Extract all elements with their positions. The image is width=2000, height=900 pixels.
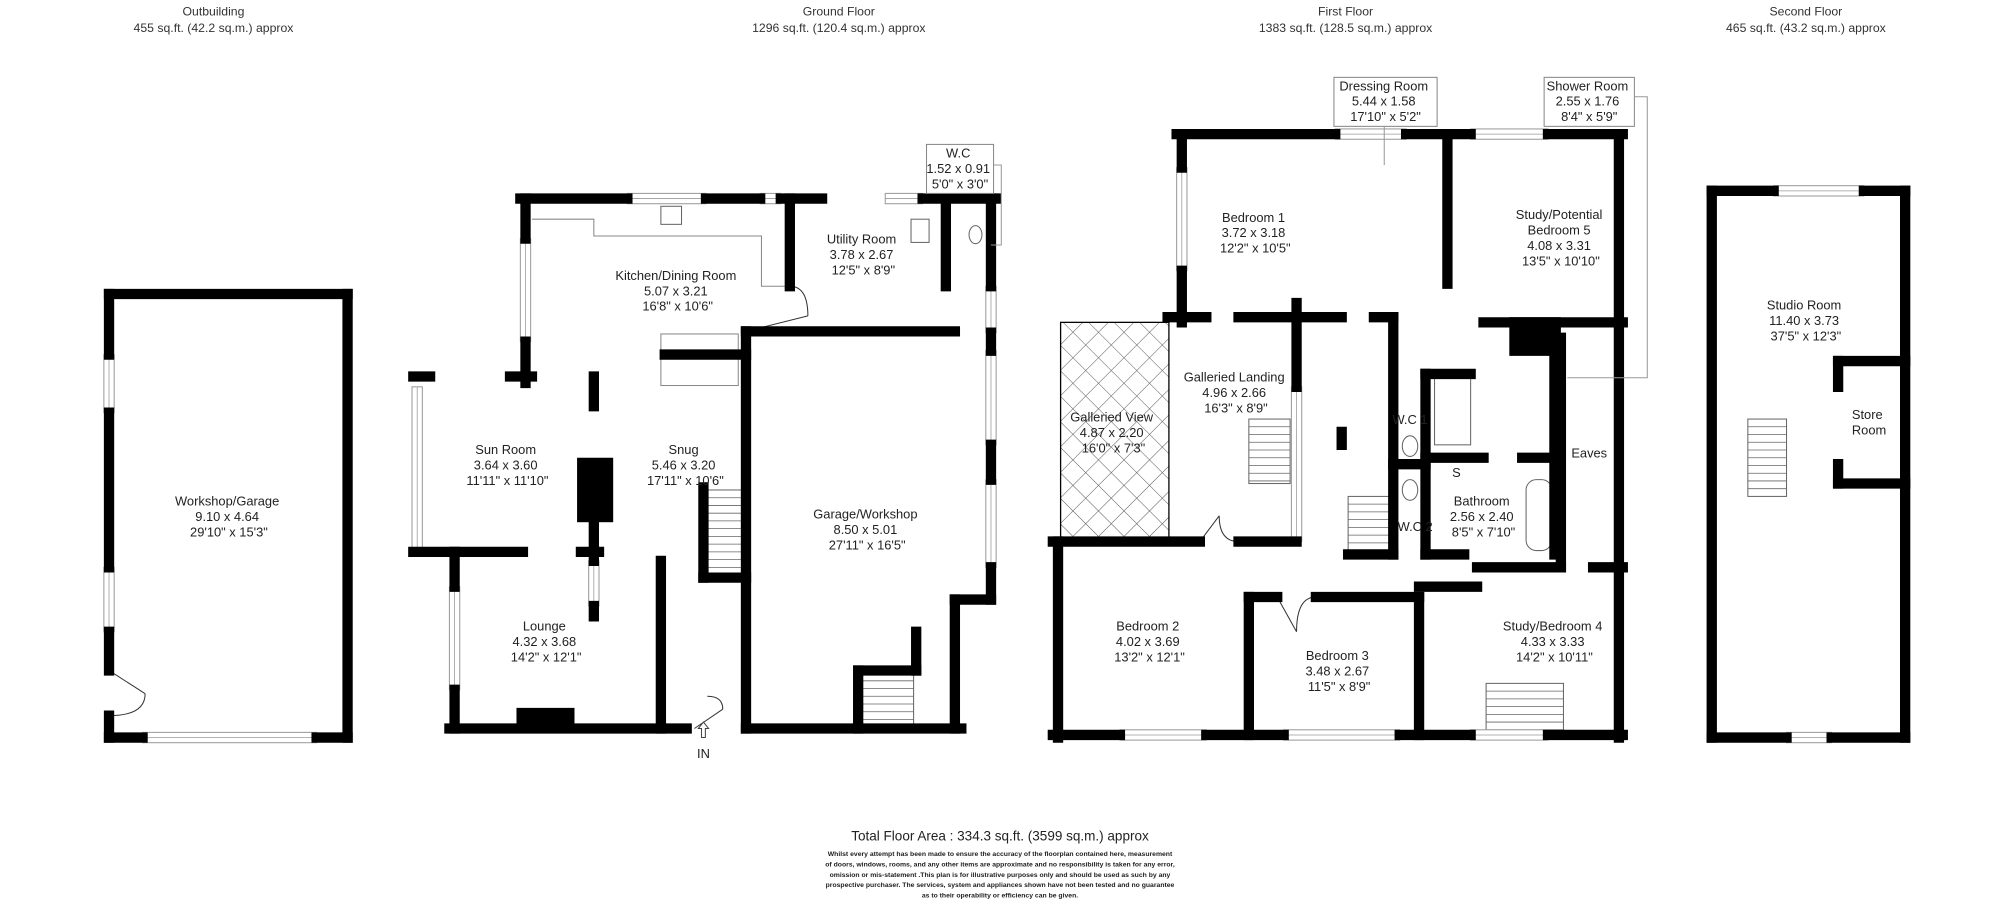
staircase (1248, 418, 1291, 485)
chimney-breast (577, 457, 614, 523)
toilet (968, 225, 983, 245)
disclaimer: Whilst every attempt has been made to en… (825, 851, 1175, 899)
staircase (706, 489, 744, 576)
room-label-shower-room: Shower Room 2.55 x 1.76 8'4" x 5'9" (1547, 78, 1632, 124)
floor-title: First Floor (1318, 4, 1373, 18)
shower-tray (1434, 373, 1472, 446)
floor-area: 1296 sq.ft. (120.4 sq.m.) approx (752, 21, 925, 35)
room-label-storage: S (1452, 465, 1461, 480)
floor-title: Ground Floor (803, 4, 875, 18)
room-label-galleried-view: Galleried View 4.87 x 2.20 16'0" x 7'3" (1070, 410, 1156, 456)
disclaimer-line: omission or mis-statement .This plan is … (830, 872, 1171, 879)
room-label-dressing-room: Dressing Room 5.44 x 1.58 17'10" x 5'2" (1339, 78, 1431, 124)
room-label-snug: Snug 5.46 x 3.20 17'11" x 10'6" (647, 442, 724, 488)
floor-area: 465 sq.ft. (43.2 sq.m.) approx (1726, 21, 1886, 35)
fireplace (516, 707, 575, 725)
room-label-wc: W.C 1.52 x 0.91 5'0" x 3'0" (926, 145, 993, 191)
floor-title: Second Floor (1769, 4, 1842, 18)
wc-leader-line (990, 164, 1002, 246)
entrance-arrow-icon (697, 721, 710, 739)
door-swing (745, 285, 809, 332)
door-swing (108, 670, 146, 717)
toilet (1401, 435, 1419, 457)
room-label-utility: Utility Room 3.78 x 2.67 12'5" x 8'9" (827, 232, 900, 278)
door-swing (694, 695, 724, 729)
kitchen-sink (660, 205, 683, 225)
floor-header-ground: Ground Floor 1296 sq.ft. (120.4 sq.m.) a… (752, 4, 925, 35)
room-label-workshop-garage: Workshop/Garage 9.10 x 4.64 29'10" x 15'… (175, 493, 283, 539)
entrance-label: IN (697, 746, 710, 761)
room-label-sun-room: Sun Room 3.64 x 3.60 11'11" x 11'10" (466, 442, 548, 488)
door-swing (1276, 596, 1316, 633)
floor-title: Outbuilding (183, 4, 245, 18)
room-label-store-room: Store Room (1852, 407, 1886, 437)
room-label-lounge: Lounge 4.32 x 3.68 14'2" x 12'1" (511, 619, 582, 665)
total-floor-area: Total Floor Area : 334.3 sq.ft. (3599 sq… (851, 829, 1149, 844)
disclaimer-line: as to their operability or efficiency ca… (922, 892, 1078, 899)
utility-sink (910, 218, 930, 243)
room-label-galleried-landing: Galleried Landing 4.96 x 2.66 16'3" x 8'… (1184, 370, 1289, 416)
room-label-bathroom: Bathroom 2.56 x 2.40 8'5" x 7'10" (1450, 493, 1517, 539)
room-label-wc-1: W.C 1 (1392, 412, 1427, 427)
floor-area: 1383 sq.ft. (128.5 sq.m.) approx (1259, 21, 1432, 35)
disclaimer-line: Whilst every attempt has been made to en… (828, 851, 1173, 858)
floor-area: 455 sq.ft. (42.2 sq.m.) approx (134, 21, 294, 35)
walls (103, 128, 1911, 743)
floor-header-second: Second Floor 465 sq.ft. (43.2 sq.m.) app… (1726, 4, 1886, 35)
bathtub (1525, 479, 1553, 552)
room-label-study-bedroom-5: Study/Potential Bedroom 5 4.08 x 3.31 13… (1516, 207, 1606, 268)
room-label-wc-2: W.C 2 (1398, 519, 1433, 534)
room-label-bedroom-2: Bedroom 2 4.02 x 3.69 13'2" x 12'1" (1114, 619, 1185, 665)
room-label-bedroom-1: Bedroom 1 3.72 x 3.18 12'2" x 10'5" (1220, 210, 1291, 256)
room-label-eaves: Eaves (1571, 446, 1607, 461)
disclaimer-line: of doors, windows, rooms, and any other … (825, 861, 1175, 868)
room-label-garage-workshop: Garage/Workshop 8.50 x 5.01 27'11" x 16'… (813, 506, 921, 552)
toilet (1401, 479, 1419, 501)
room-label-kitchen: Kitchen/Dining Room 5.07 x 3.21 16'8" x … (615, 268, 740, 314)
staircase (1347, 495, 1390, 555)
dressing-room-label-box (1333, 76, 1438, 127)
floor-header-first: First Floor 1383 sq.ft. (128.5 sq.m.) ap… (1259, 4, 1432, 35)
disclaimer-line: prospective purchaser. The services, sys… (826, 882, 1175, 889)
door-swing (1199, 515, 1239, 543)
floor-header-outbuilding: Outbuilding 455 sq.ft. (42.2 sq.m.) appr… (134, 4, 294, 35)
shower-room-leader-line (1567, 96, 1648, 379)
room-label-bedroom-3: Bedroom 3 3.48 x 2.67 11'5" x 8'9" (1305, 648, 1372, 694)
wc-label-box (925, 143, 995, 194)
room-label-studio-room: Studio Room 11.40 x 3.73 37'5" x 12'3" (1767, 297, 1845, 343)
room-label-study-bedroom-4: Study/Bedroom 4 4.33 x 3.33 14'2" x 10'1… (1503, 619, 1606, 665)
shower-room-label-box (1543, 76, 1635, 127)
galleried-void-hatch (1059, 321, 1170, 540)
kitchen-counter (531, 218, 790, 287)
